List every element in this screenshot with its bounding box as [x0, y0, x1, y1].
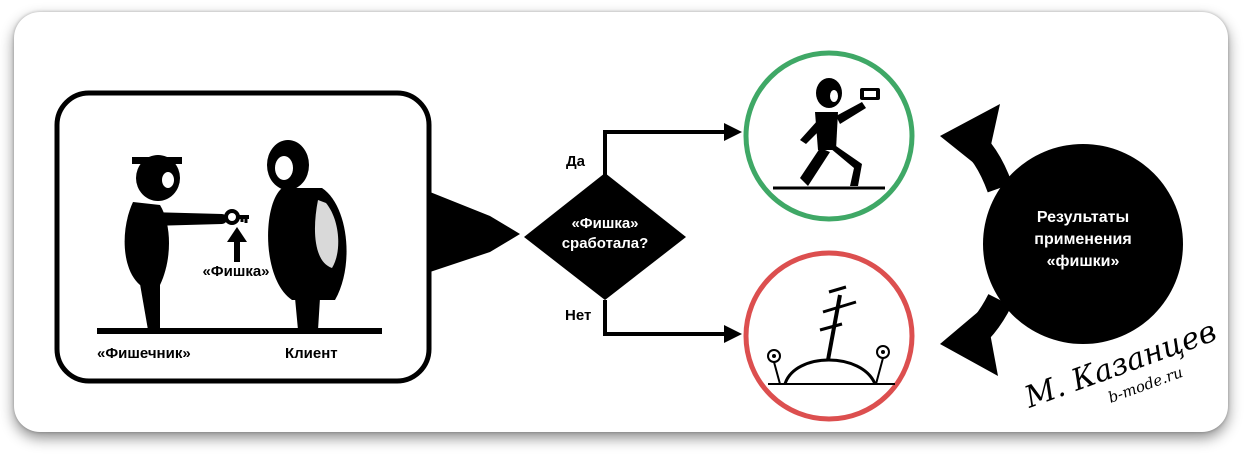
walking-man-with-money-icon	[773, 78, 885, 190]
flower-right-icon	[875, 345, 890, 385]
no-arrowhead	[724, 325, 742, 343]
results-text-line1: Результаты	[1037, 209, 1129, 226]
decision-text-line2: сработала?	[562, 235, 649, 252]
trick-label: «Фишка»	[202, 263, 269, 280]
yes-connector	[603, 130, 726, 175]
flower-left-icon	[767, 349, 781, 385]
client-figure	[267, 140, 347, 330]
key-icon	[224, 209, 249, 225]
client-label: Клиент	[285, 345, 338, 362]
no-label: Нет	[565, 307, 591, 324]
results-text-line2: применения	[1034, 231, 1131, 248]
trickster-label: «Фишечник»	[97, 345, 191, 362]
no-connector	[603, 300, 726, 336]
failure-outcome-circle	[743, 250, 915, 422]
trick-pointer-arrow	[227, 227, 247, 262]
yes-label: Да	[566, 153, 586, 170]
results-text-line3: «фишки»	[1047, 253, 1120, 270]
trickster-figure	[124, 155, 227, 330]
results-circle	[983, 144, 1183, 344]
yes-arrowhead	[724, 123, 742, 141]
decision-diamond	[524, 173, 686, 300]
flow-arrow	[430, 192, 520, 272]
curved-arrow-down	[940, 293, 1012, 376]
grave-with-cross-icon	[768, 285, 895, 385]
decision-text-line1: «Фишка»	[571, 215, 638, 232]
curved-arrow-up	[940, 104, 1013, 193]
